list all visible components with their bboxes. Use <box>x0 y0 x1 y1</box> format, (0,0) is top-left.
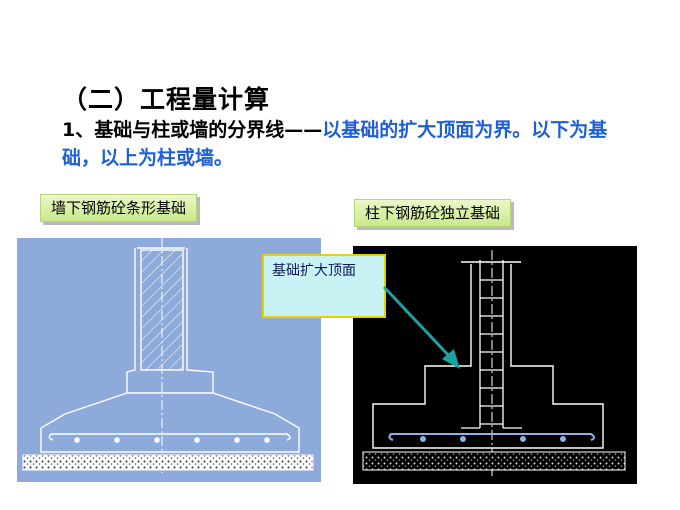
isolated-foundation-diagram <box>353 246 637 484</box>
bottom-rebar <box>388 433 595 442</box>
description-highlight: 以基础的扩大顶面为界。以下为基础，以上为柱或墙。 <box>62 119 608 169</box>
expanded-top-callout: 基础扩大顶面 <box>262 254 386 318</box>
column-rebar-cage <box>461 260 522 429</box>
description-lead: 1、基础与柱或墙的分界线—— <box>62 119 323 141</box>
gravel-cushion <box>362 451 626 471</box>
isolated-foundation-label: 柱下钢筋砼独立基础 <box>354 199 512 227</box>
foundation-outline <box>372 264 604 449</box>
bottom-rebar <box>48 433 291 443</box>
gravel-cushion <box>22 454 314 471</box>
page-title: （二）工程量计算 <box>62 85 271 114</box>
boundary-description: 1、基础与柱或墙的分界线——以基础的扩大顶面为界。以下为基础，以上为柱或墙。 <box>62 116 642 172</box>
panel-background <box>353 246 637 484</box>
strip-foundation-label: 墙下钢筋砼条形基础 <box>40 194 198 222</box>
callout-arrow <box>382 285 460 369</box>
wall-outline <box>40 248 300 453</box>
